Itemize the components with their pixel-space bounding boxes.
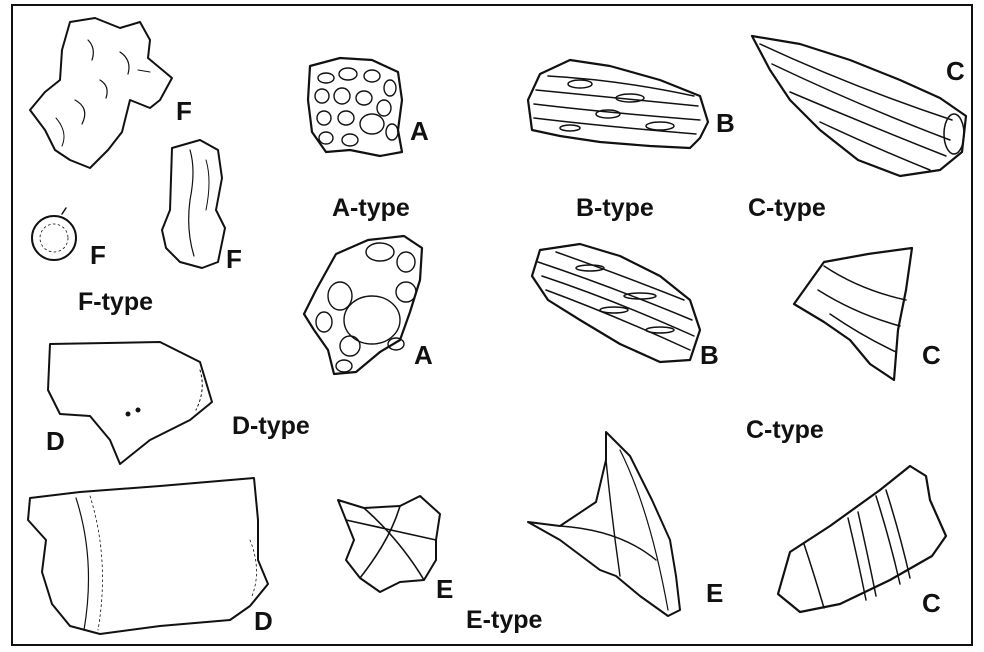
- type-label-a: A-type: [332, 196, 410, 221]
- shard-label-d2: D: [254, 608, 273, 634]
- shard-label-a1: A: [410, 118, 429, 144]
- type-label-c-mid: C-type: [746, 418, 824, 443]
- type-label-b: B-type: [576, 196, 654, 221]
- shard-label-a2: A: [414, 342, 433, 368]
- shard-label-f2: F: [90, 242, 106, 268]
- shard-label-d1: D: [46, 428, 65, 454]
- shard-label-c1: C: [946, 58, 965, 84]
- shard-label-e1: E: [436, 576, 453, 602]
- type-label-d: D-type: [232, 414, 310, 439]
- shard-label-e2: E: [706, 580, 723, 606]
- type-label-f: F-type: [78, 290, 153, 315]
- shard-label-c2: C: [922, 342, 941, 368]
- type-label-c-top: C-type: [748, 196, 826, 221]
- type-label-e: E-type: [466, 608, 542, 633]
- shard-label-f3: F: [226, 246, 242, 272]
- shard-label-b2: B: [700, 342, 719, 368]
- shard-label-b1: B: [716, 110, 735, 136]
- shard-label-f1: F: [176, 98, 192, 124]
- shard-label-c3: C: [922, 590, 941, 616]
